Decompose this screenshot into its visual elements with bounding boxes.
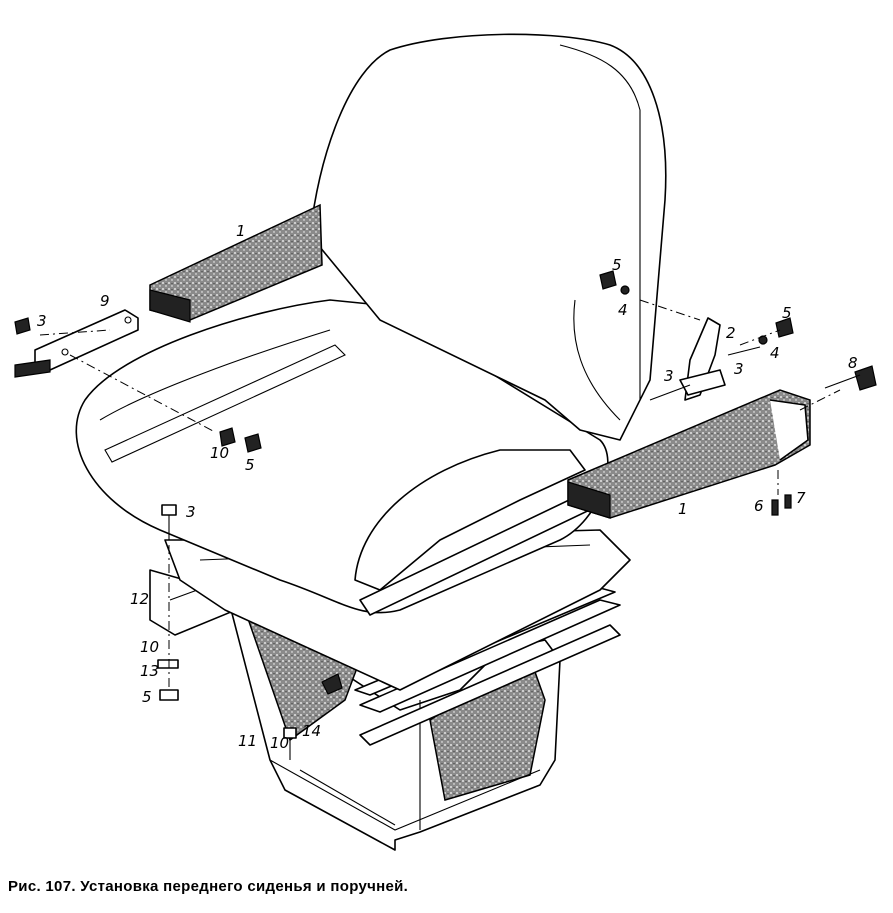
armrest-right (567, 389, 811, 519)
callout-8: 8 (848, 354, 858, 372)
seat-cushion (75, 299, 609, 616)
callout-5-a: 5 (612, 256, 622, 274)
armrest-left (149, 203, 323, 323)
callout-13: 13 (140, 662, 159, 680)
callout-3-d: 3 (186, 503, 196, 521)
callout-9: 9 (100, 292, 110, 310)
callout-6: 6 (754, 497, 764, 515)
mounting-bracket (679, 317, 726, 401)
callout-3-c: 3 (734, 360, 744, 378)
callout-labels: 1 1 2 3 3 3 3 4 4 5 5 5 5 6 7 8 9 10 10 … (37, 222, 858, 752)
callout-12: 12 (130, 590, 149, 608)
callout-10-c: 10 (270, 734, 289, 752)
fasteners (14, 270, 877, 760)
callout-1-left: 1 (236, 222, 246, 240)
callout-10-a: 10 (210, 444, 229, 462)
callout-4-a: 4 (618, 301, 628, 319)
callout-10-b: 10 (140, 638, 159, 656)
seat-back (309, 33, 667, 441)
callout-5-c: 5 (245, 456, 255, 474)
callout-1-right: 1 (678, 500, 688, 518)
callout-3-b: 3 (664, 367, 674, 385)
figure-caption: Рис. 107. Установка переднего сиденья и … (8, 878, 409, 895)
callout-14: 14 (302, 722, 321, 740)
callout-4-b: 4 (770, 344, 780, 362)
callout-2: 2 (726, 324, 736, 342)
handrail-bar (14, 309, 139, 378)
callout-5-b: 5 (782, 304, 792, 322)
assembly-lines (39, 299, 841, 690)
callout-5-d: 5 (142, 688, 152, 706)
callout-7: 7 (796, 489, 806, 507)
callout-3-a: 3 (37, 312, 47, 330)
callout-11: 11 (238, 732, 257, 750)
